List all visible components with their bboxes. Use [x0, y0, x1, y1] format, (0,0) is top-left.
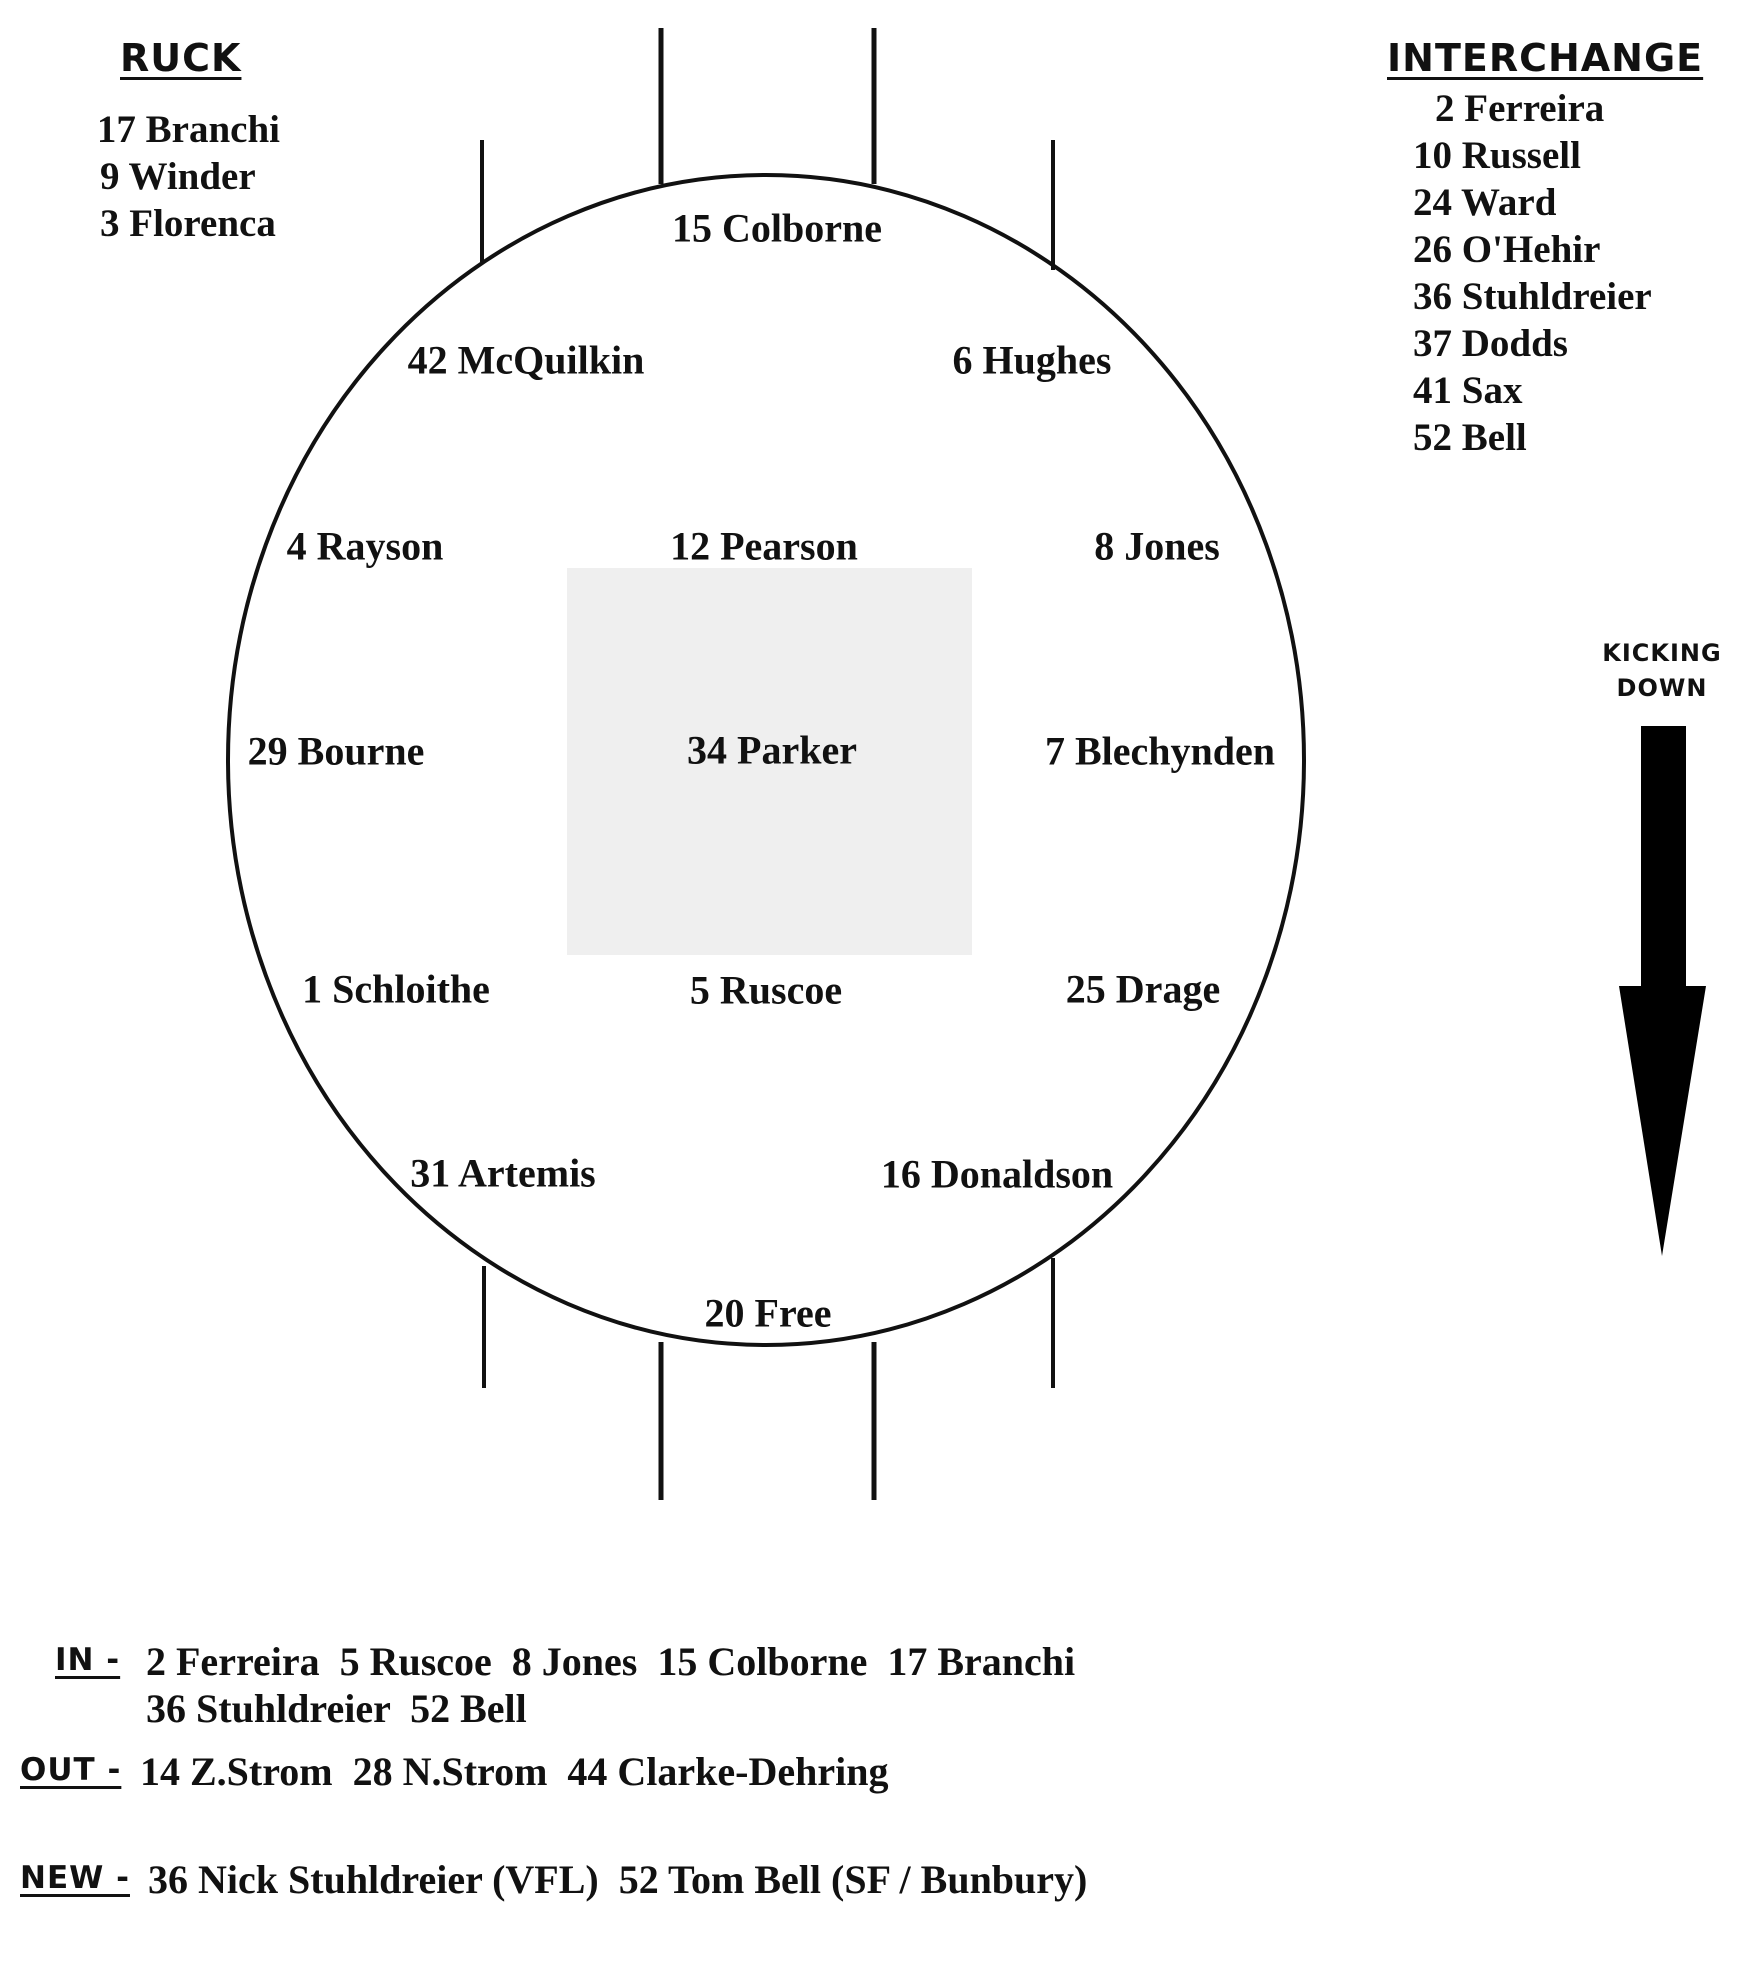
- kicking-direction-label: KICKING DOWN: [1594, 636, 1730, 706]
- ruck-player: 9 Winder: [100, 155, 256, 198]
- interchange-player: 41 Sax: [1413, 369, 1523, 412]
- ruck-list: 17 Branchi 9 Winder 3 Florenca: [78, 106, 280, 247]
- position-back-pocket-right: 6 Hughes: [952, 337, 1112, 383]
- position-back-pocket-left: 42 McQuilkin: [407, 337, 645, 383]
- kicking-label-line2: DOWN: [1616, 674, 1708, 702]
- interchange-list: 2 Ferreira 10 Russell 24 Ward 26 O'Hehir…: [1413, 85, 1652, 461]
- out-players: 14 Z.Strom 28 N.Strom 44 Clarke-Dehring: [140, 1749, 889, 1794]
- field-boundary: [226, 173, 1306, 1347]
- centre-square: [567, 568, 972, 955]
- interchange-player: 10 Russell: [1413, 134, 1581, 177]
- interchange-player: 2 Ferreira: [1435, 87, 1605, 130]
- position-centre-half-back: 12 Pearson: [670, 523, 858, 569]
- interchange-player: 37 Dodds: [1413, 322, 1568, 365]
- position-half-forward-right: 25 Drage: [1065, 966, 1221, 1012]
- position-centre-half-forward: 5 Ruscoe: [689, 967, 843, 1013]
- position-forward-pocket-left: 31 Artemis: [410, 1150, 596, 1196]
- interchange-player: 24 Ward: [1413, 181, 1557, 224]
- in-label: IN -: [55, 1642, 121, 1678]
- in-players-line2: 36 Stuhldreier 52 Bell: [146, 1686, 527, 1731]
- position-wing-right: 7 Blechynden: [1044, 728, 1276, 774]
- ruck-player: 17 Branchi: [96, 108, 280, 151]
- new-label: NEW -: [20, 1860, 130, 1896]
- interchange-player: 36 Stuhldreier: [1413, 275, 1652, 318]
- position-forward-pocket-right: 16 Donaldson: [880, 1151, 1114, 1197]
- position-full-back: 15 Colborne: [672, 205, 882, 251]
- ruck-player: 3 Florenca: [100, 202, 276, 245]
- position-full-forward: 20 Free: [704, 1290, 832, 1336]
- position-half-back-left: 4 Rayson: [286, 523, 444, 569]
- position-centre: 34 Parker: [687, 727, 857, 773]
- new-players: 36 Nick Stuhldreier (VFL) 52 Tom Bell (S…: [148, 1857, 1088, 1902]
- in-players-line1: 2 Ferreira 5 Ruscoe 8 Jones 15 Colborne …: [146, 1639, 1076, 1684]
- position-half-back-right: 8 Jones: [1094, 523, 1220, 569]
- position-wing-left: 29 Bourne: [247, 728, 425, 774]
- interchange-player: 52 Bell: [1413, 416, 1527, 459]
- down-arrow-icon: [1619, 726, 1706, 1256]
- kicking-label-line1: KICKING: [1602, 639, 1722, 667]
- ruck-heading: RUCK: [120, 36, 242, 80]
- interchange-player: 26 O'Hehir: [1413, 228, 1601, 271]
- interchange-heading: INTERCHANGE: [1387, 36, 1704, 80]
- position-half-forward-left: 1 Schloithe: [302, 966, 490, 1012]
- out-label: OUT -: [20, 1752, 122, 1788]
